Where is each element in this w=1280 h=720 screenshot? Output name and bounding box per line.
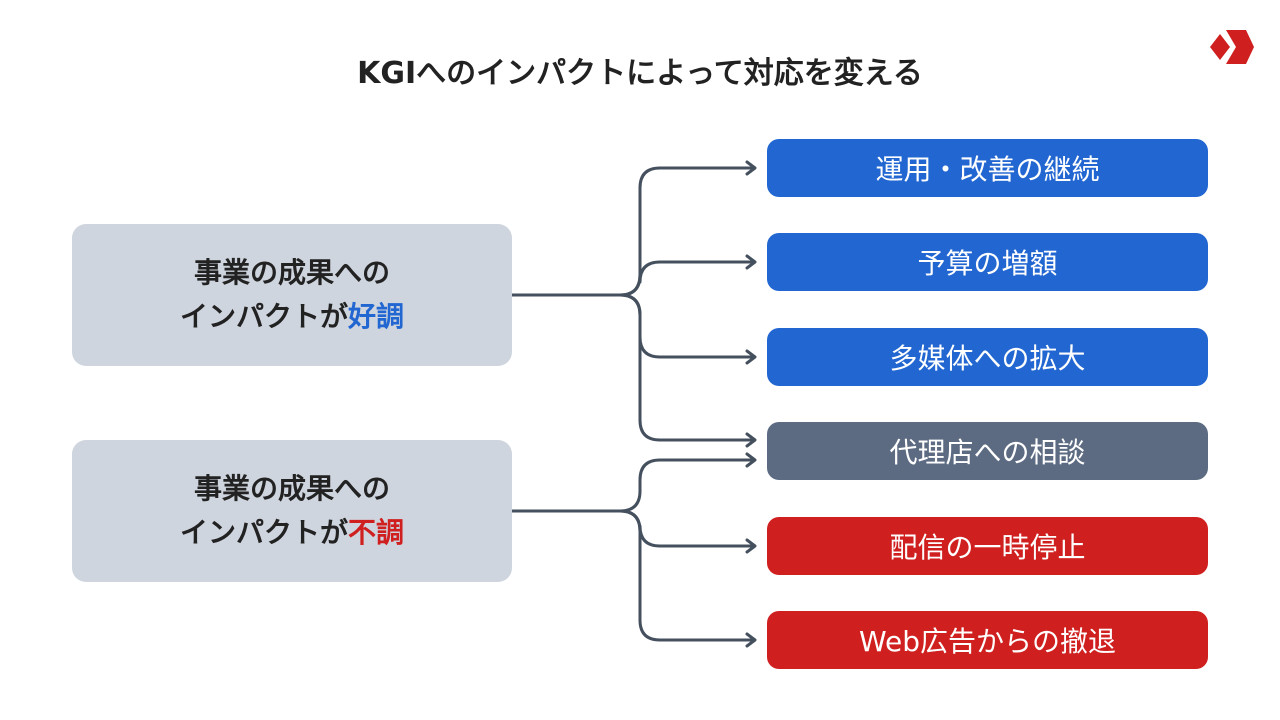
connector-branch-0-3	[618, 293, 755, 442]
source-good-line1: 事業の成果への	[193, 256, 390, 289]
connector-arrow-1-3	[745, 452, 757, 468]
action-withdraw-web-ads: Web広告からの撤退	[767, 611, 1208, 669]
connector-arrow-0-1	[745, 254, 757, 270]
source-box-good: 事業の成果への インパクトが好調	[72, 224, 512, 366]
connector-branch-1-3	[618, 458, 755, 513]
connector-arrow-0-3	[745, 432, 757, 448]
source-good-emphasis: 好調	[348, 300, 405, 333]
connector-branch-1-5	[618, 509, 755, 642]
action-increase-budget: 予算の増額	[767, 233, 1208, 291]
source-good-prefix: インパクトが	[179, 300, 348, 333]
connector-arrow-0-2	[745, 349, 757, 365]
connector-branch-0-1	[618, 260, 755, 297]
brand-chevron-logo-icon	[1210, 30, 1254, 64]
action-continue-operation: 運用・改善の継続	[767, 139, 1208, 197]
source-bad-emphasis: 不調	[348, 516, 405, 549]
action-expand-media: 多媒体への拡大	[767, 328, 1208, 386]
connector-arrow-0-0	[745, 160, 757, 176]
source-bad-line2: インパクトが不調	[180, 511, 404, 555]
connector-arrow-1-5	[745, 632, 757, 648]
source-good-line2: インパクトが好調	[180, 295, 404, 339]
source-box-bad: 事業の成果への インパクトが不調	[72, 440, 512, 582]
source-bad-prefix: インパクトが	[179, 516, 348, 549]
connector-arrow-1-4	[745, 538, 757, 554]
action-consult-agency: 代理店への相談	[767, 422, 1208, 480]
source-bad-line1: 事業の成果への	[193, 472, 390, 505]
page-title: KGIへのインパクトによって対応を変える	[357, 56, 923, 91]
action-pause-delivery: 配信の一時停止	[767, 517, 1208, 575]
